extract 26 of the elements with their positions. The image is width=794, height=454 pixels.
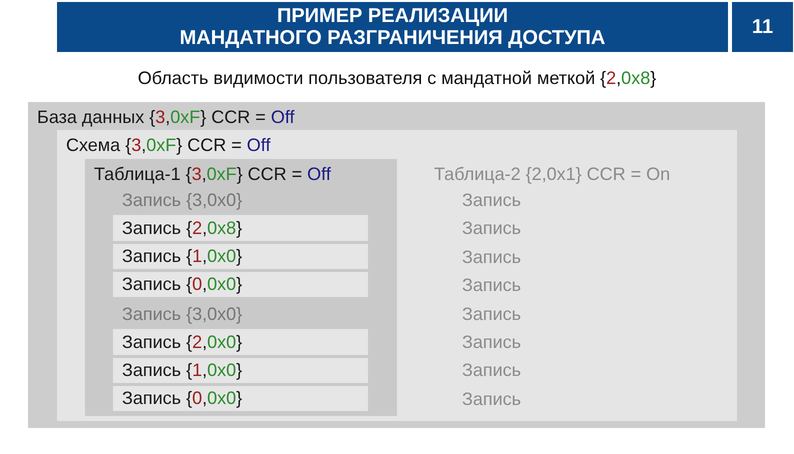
database-heading: База данных {3,0xF} CCR = Off [37,107,294,127]
dimmed-record-label: Запись [462,247,522,267]
page-number: 11 [732,2,793,52]
dimmed-record-label: Запись [462,275,522,295]
dimmed-record-label: Запись [462,332,522,352]
dimmed-record-label: Запись [462,218,522,238]
dimmed-record-label: Запись [462,389,522,409]
record-row: Запись {1,0x0} [113,358,368,383]
dimmed-table-heading: Таблица-2 {2,0x1} CCR = On [434,164,670,184]
record-row: Запись {1,0x0} [113,244,368,269]
dimmed-record-label: Запись {3,0x0} [122,304,242,324]
slide-title: ПРИМЕР РЕАЛИЗАЦИИ МАНДАТНОГО РАЗГРАНИЧЕНИЯ ДОСТУПА [180,5,606,49]
schema-panel [57,130,737,421]
schema-heading: Схема {3,0xF} CCR = Off [66,135,270,155]
record-row: Запись {2,0x8} [113,215,368,241]
record-row: Запись {2,0x0} [113,329,368,355]
table-panel [85,159,397,416]
dimmed-record-label: Запись [462,304,522,324]
record-row: Запись {0,0x0} [113,386,368,411]
dimmed-record-label: Запись {3,0x0} [122,190,242,210]
subtitle: Область видимости пользователя с мандатной меткой {2,0x8} [138,67,656,89]
dimmed-record-label: Запись [462,360,522,380]
table-heading: Таблица-1 {3,0xF} CCR = Off [94,164,331,184]
database-panel [28,102,765,428]
record-row: Запись {0,0x0} [113,272,368,297]
dimmed-record-label: Запись [462,190,522,210]
